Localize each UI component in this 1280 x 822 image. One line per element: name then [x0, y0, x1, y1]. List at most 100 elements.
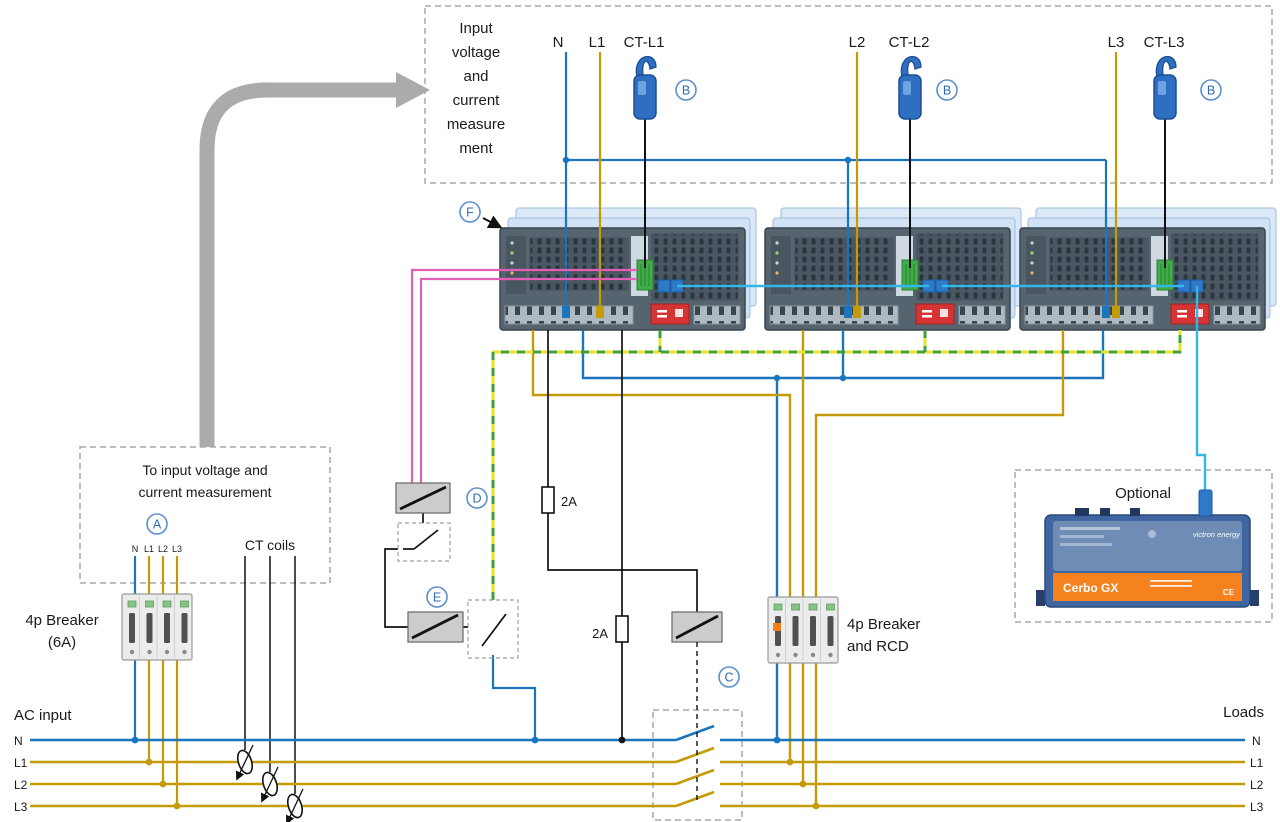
wire-ac-l1-unit1	[531, 330, 792, 598]
junction-dot	[131, 736, 139, 744]
title-line: current	[453, 92, 501, 109]
marker-a: A	[146, 513, 168, 535]
junction-dots	[131, 156, 852, 810]
wire-label-l2: L2	[849, 34, 866, 51]
left-breaker-label: 4p Breaker (6A)	[25, 612, 98, 651]
plug-n-unit1	[562, 306, 570, 318]
marker-e: E	[426, 586, 448, 608]
junction-dot	[145, 758, 153, 766]
terminal-label-l3: L3	[172, 544, 182, 554]
title-line: measure	[447, 116, 505, 133]
wire-label-ct-l1: CT-L1	[624, 34, 665, 51]
cerbo-gx-label: Cerbo GX	[1063, 581, 1118, 595]
top-wire-labels: N L1 CT-L1 L2 CT-L2 L3 CT-L3	[553, 34, 1185, 51]
marker-b-1: B	[675, 79, 697, 101]
fuse-2a-1	[541, 486, 555, 514]
ct-coil-l2	[260, 767, 280, 801]
marker-letter: B	[682, 84, 690, 98]
bus-label-right-l3: L3	[1250, 800, 1264, 814]
bus-label-right-l2: L2	[1250, 778, 1264, 792]
optional-box-border	[1014, 469, 1273, 623]
marker-letter: C	[724, 671, 733, 685]
cerbo-orange-band	[1053, 573, 1242, 601]
title-line: Input	[459, 20, 493, 37]
contactor-blade-l2	[675, 768, 715, 786]
marker-d: D	[466, 487, 488, 509]
bus-label-left-l1: L1	[14, 756, 28, 770]
wire-label-n: N	[553, 34, 564, 51]
right-breaker-label: 4p Breaker and RCD	[847, 616, 920, 655]
cerbo-gx-device: victron energy Cerbo GX CE	[1036, 489, 1259, 608]
ct-coils-label: CT coils	[245, 537, 295, 553]
relay-e-block	[407, 611, 464, 643]
junction-dot	[618, 736, 626, 744]
ce-mark: CE	[1223, 588, 1235, 597]
fuse-2a-2-label: 2A	[592, 626, 608, 641]
junction-dot	[839, 374, 847, 382]
fuse-2a-2	[615, 615, 629, 643]
title-line: ment	[459, 140, 493, 157]
wiring-layer	[30, 52, 1245, 808]
wire-d-e-link	[384, 513, 468, 628]
loads-label: Loads	[1223, 704, 1264, 721]
bus-labels-left: N L1 L2 L3	[14, 734, 28, 814]
cerbo-ear-right	[1250, 590, 1259, 606]
terminal-label-l2: L2	[158, 544, 168, 554]
junction-dot	[812, 802, 820, 810]
wire-signal-pink-1	[410, 268, 637, 483]
junction-dot	[773, 374, 781, 382]
right-breaker-label-1: 4p Breaker	[847, 616, 920, 633]
cerbo-port-1	[1075, 508, 1089, 516]
contactor-blade-l3	[675, 790, 715, 808]
left-breaker-label-1: 4p Breaker	[25, 612, 98, 629]
plug-l2-unit2	[853, 306, 861, 318]
contactor-blade-n	[675, 724, 715, 742]
plug-n-unit3	[1102, 306, 1110, 318]
bus-labels-right: N L1 L2 L3	[1250, 734, 1264, 814]
wire-label-ct-l3: CT-L3	[1144, 34, 1185, 51]
plug-n-unit2	[844, 306, 852, 318]
ct-clamp-l1	[633, 55, 657, 120]
gray-pointer-arrow	[199, 72, 430, 447]
fuse-2a-1-label: 2A	[561, 494, 577, 509]
cerbo-port-3	[1130, 508, 1140, 516]
contactor-blade-l1	[675, 746, 715, 764]
marker-f: F	[459, 201, 503, 229]
marker-letter: B	[943, 84, 951, 98]
terminal-label-n: N	[132, 544, 139, 554]
junction-dot	[844, 156, 852, 164]
d-switch-box	[397, 522, 451, 562]
marker-letter: E	[433, 591, 441, 605]
marker-letter: A	[153, 518, 162, 532]
left-box-labels: To input voltage and current measurement…	[132, 462, 295, 554]
wire-ac-l3-unit3	[814, 330, 1065, 598]
title-line: and	[463, 68, 488, 85]
cerbo-port-2	[1100, 508, 1110, 516]
marker-f-arrow	[482, 215, 503, 229]
marker-c: C	[718, 666, 740, 688]
junction-dot	[173, 802, 181, 810]
junction-dot	[159, 780, 167, 788]
bus-label-right-n: N	[1252, 734, 1261, 748]
multiplus-unit-3	[1019, 207, 1277, 331]
e-switch-box	[467, 599, 519, 659]
contactor-coil-c-block	[671, 611, 723, 643]
measurement-box-border	[424, 5, 1273, 184]
victron-brand-label: victron energy	[1193, 530, 1241, 539]
left-4p-breaker	[121, 593, 193, 661]
plug-l3-unit3	[1112, 306, 1120, 318]
optional-label: Optional	[1115, 485, 1171, 502]
title-line: voltage	[452, 44, 500, 61]
relay-d-block	[395, 482, 451, 514]
right-breaker-label-2: and RCD	[847, 638, 909, 655]
plug-l1-unit1	[596, 306, 604, 318]
marker-letter: F	[466, 206, 474, 220]
wire-label-ct-l2: CT-L2	[889, 34, 930, 51]
bus-label-left-n: N	[14, 734, 23, 748]
ac-input-label: AC input	[14, 707, 72, 724]
bus-label-left-l2: L2	[14, 778, 28, 792]
marker-b-3: B	[1200, 79, 1222, 101]
junction-dot	[773, 736, 781, 744]
comm-cable-unit3-cerbo	[1195, 286, 1207, 492]
